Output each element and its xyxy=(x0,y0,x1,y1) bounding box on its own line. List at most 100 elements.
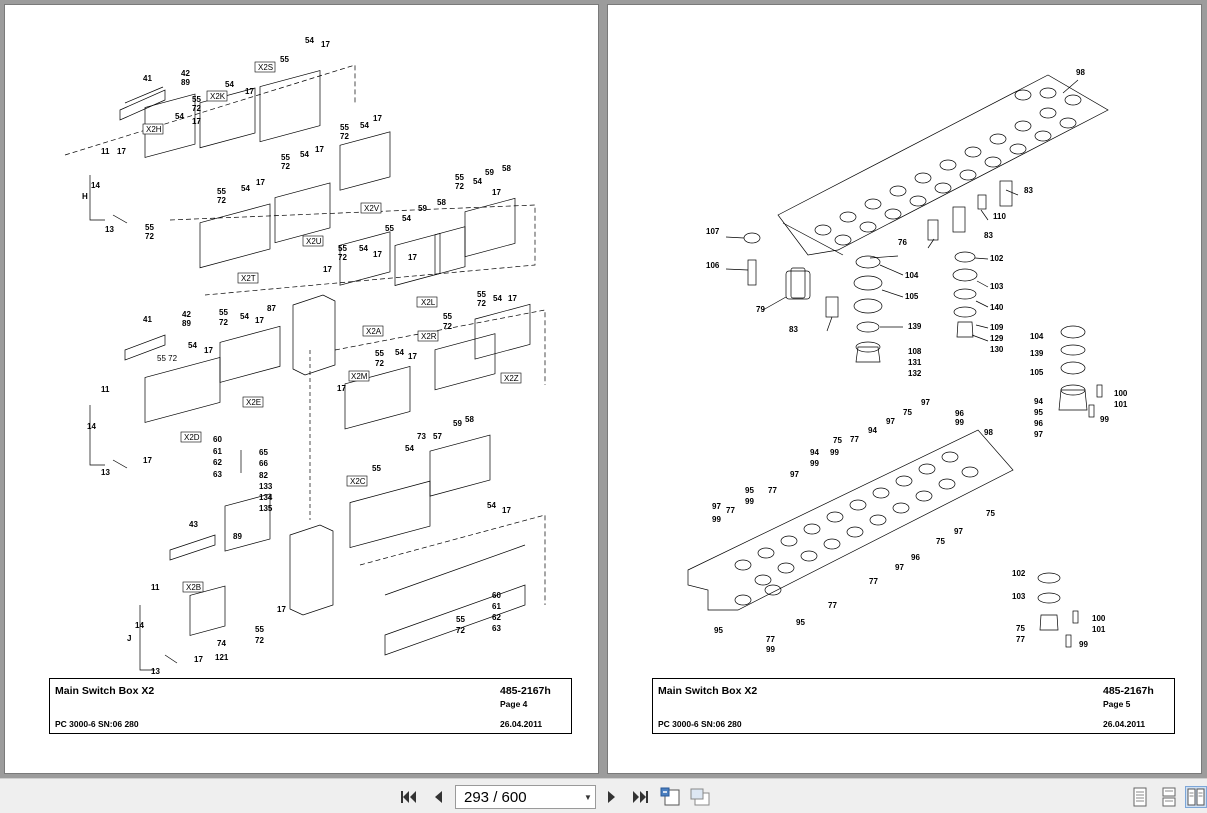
svg-text:14: 14 xyxy=(135,621,144,630)
svg-text:41: 41 xyxy=(143,74,152,83)
svg-text:105: 105 xyxy=(1030,368,1044,377)
svg-text:X2R: X2R xyxy=(421,332,437,341)
svg-text:131: 131 xyxy=(908,358,922,367)
svg-text:54: 54 xyxy=(188,341,197,350)
svg-text:54: 54 xyxy=(240,312,249,321)
svg-text:54: 54 xyxy=(360,121,369,130)
chevron-down-icon[interactable]: ▼ xyxy=(584,792,592,802)
svg-text:54: 54 xyxy=(175,112,184,121)
svg-text:13: 13 xyxy=(105,225,114,234)
svg-text:17: 17 xyxy=(204,346,213,355)
svg-text:17: 17 xyxy=(256,178,265,187)
svg-text:54: 54 xyxy=(487,501,496,510)
fit-page-icon[interactable] xyxy=(660,786,682,808)
svg-text:X2V: X2V xyxy=(364,204,380,213)
svg-text:72: 72 xyxy=(219,318,228,327)
svg-text:72: 72 xyxy=(443,322,452,331)
part-number: 485-2167h xyxy=(500,685,551,697)
svg-text:X2E: X2E xyxy=(246,398,261,407)
svg-text:X2M: X2M xyxy=(351,372,368,381)
svg-text:99: 99 xyxy=(1079,640,1088,649)
svg-text:17: 17 xyxy=(315,145,324,154)
svg-text:17: 17 xyxy=(277,605,286,614)
svg-text:54: 54 xyxy=(402,214,411,223)
svg-text:X2H: X2H xyxy=(146,125,162,134)
continuous-page-icon[interactable] xyxy=(1158,786,1180,808)
svg-text:13: 13 xyxy=(101,468,110,477)
svg-text:17: 17 xyxy=(245,87,254,96)
svg-text:58: 58 xyxy=(502,164,511,173)
svg-text:96: 96 xyxy=(911,553,920,562)
svg-text:55: 55 xyxy=(372,464,381,473)
svg-text:54: 54 xyxy=(359,244,368,253)
svg-text:97: 97 xyxy=(895,563,904,572)
svg-text:77: 77 xyxy=(1016,635,1025,644)
parts-diagram-left: 41 42 89 55 72 54 17 55 54 17 54 17 11 1… xyxy=(5,5,600,775)
svg-text:17: 17 xyxy=(255,316,264,325)
svg-text:55: 55 xyxy=(477,290,486,299)
prev-page-icon[interactable] xyxy=(427,786,449,808)
svg-text:17: 17 xyxy=(408,352,417,361)
svg-text:72: 72 xyxy=(375,359,384,368)
svg-text:95: 95 xyxy=(1034,408,1043,417)
svg-text:99: 99 xyxy=(810,459,819,468)
two-page-icon[interactable] xyxy=(1185,786,1207,808)
svg-text:135: 135 xyxy=(259,504,273,513)
page-number-input[interactable]: 293 / 600 xyxy=(464,788,527,806)
svg-text:17: 17 xyxy=(337,384,346,393)
svg-text:54: 54 xyxy=(305,36,314,45)
next-page-icon[interactable] xyxy=(601,786,623,808)
svg-text:17: 17 xyxy=(117,147,126,156)
svg-text:17: 17 xyxy=(508,294,517,303)
svg-text:75: 75 xyxy=(986,509,995,518)
model-label: PC 3000-6 SN:06 280 xyxy=(55,719,139,729)
svg-text:55: 55 xyxy=(456,615,465,624)
page-left: 41 42 89 55 72 54 17 55 54 17 54 17 11 1… xyxy=(4,4,599,774)
svg-text:63: 63 xyxy=(492,624,501,633)
svg-text:139: 139 xyxy=(1030,349,1044,358)
svg-text:129: 129 xyxy=(990,334,1004,343)
first-page-icon[interactable] xyxy=(398,786,420,808)
svg-text:55 72: 55 72 xyxy=(157,354,178,363)
svg-text:79: 79 xyxy=(756,305,765,314)
svg-text:96: 96 xyxy=(955,409,964,418)
svg-text:139: 139 xyxy=(908,322,922,331)
svg-text:94: 94 xyxy=(868,426,877,435)
svg-text:97: 97 xyxy=(886,417,895,426)
svg-text:58: 58 xyxy=(465,415,474,424)
svg-text:57: 57 xyxy=(433,432,442,441)
document-viewer[interactable]: 41 42 89 55 72 54 17 55 54 17 54 17 11 1… xyxy=(0,0,1207,778)
svg-text:104: 104 xyxy=(1030,332,1044,341)
svg-text:58: 58 xyxy=(437,198,446,207)
page-right: 98 83 110 107 106 79 83 76 83 104 105 13… xyxy=(607,4,1202,774)
svg-text:54: 54 xyxy=(225,80,234,89)
svg-text:72: 72 xyxy=(456,626,465,635)
last-page-icon[interactable] xyxy=(629,786,651,808)
svg-text:62: 62 xyxy=(213,458,222,467)
svg-text:14: 14 xyxy=(91,181,100,190)
svg-text:77: 77 xyxy=(869,577,878,586)
svg-text:55: 55 xyxy=(443,312,452,321)
svg-text:97: 97 xyxy=(921,398,930,407)
single-page-icon[interactable] xyxy=(1129,786,1151,808)
page-number-field[interactable]: 293 / 600 ▼ xyxy=(455,785,596,809)
svg-text:11: 11 xyxy=(101,385,110,394)
svg-text:106: 106 xyxy=(706,261,720,270)
svg-text:72: 72 xyxy=(217,196,226,205)
svg-text:77: 77 xyxy=(726,506,735,515)
fit-width-icon[interactable] xyxy=(689,786,711,808)
svg-text:72: 72 xyxy=(255,636,264,645)
svg-text:74: 74 xyxy=(217,639,226,648)
svg-text:X2T: X2T xyxy=(241,274,256,283)
svg-text:97: 97 xyxy=(790,470,799,479)
page-label: Page 5 xyxy=(1103,699,1131,709)
navigation-toolbar: 293 / 600 ▼ xyxy=(0,778,1207,813)
svg-text:99: 99 xyxy=(712,515,721,524)
svg-text:94: 94 xyxy=(810,448,819,457)
svg-text:54: 54 xyxy=(405,444,414,453)
svg-text:102: 102 xyxy=(990,254,1004,263)
svg-text:11: 11 xyxy=(101,147,110,156)
svg-text:61: 61 xyxy=(213,447,222,456)
svg-text:97: 97 xyxy=(954,527,963,536)
title-block-left: Main Switch Box X2 PC 3000-6 SN:06 280 4… xyxy=(49,678,572,734)
